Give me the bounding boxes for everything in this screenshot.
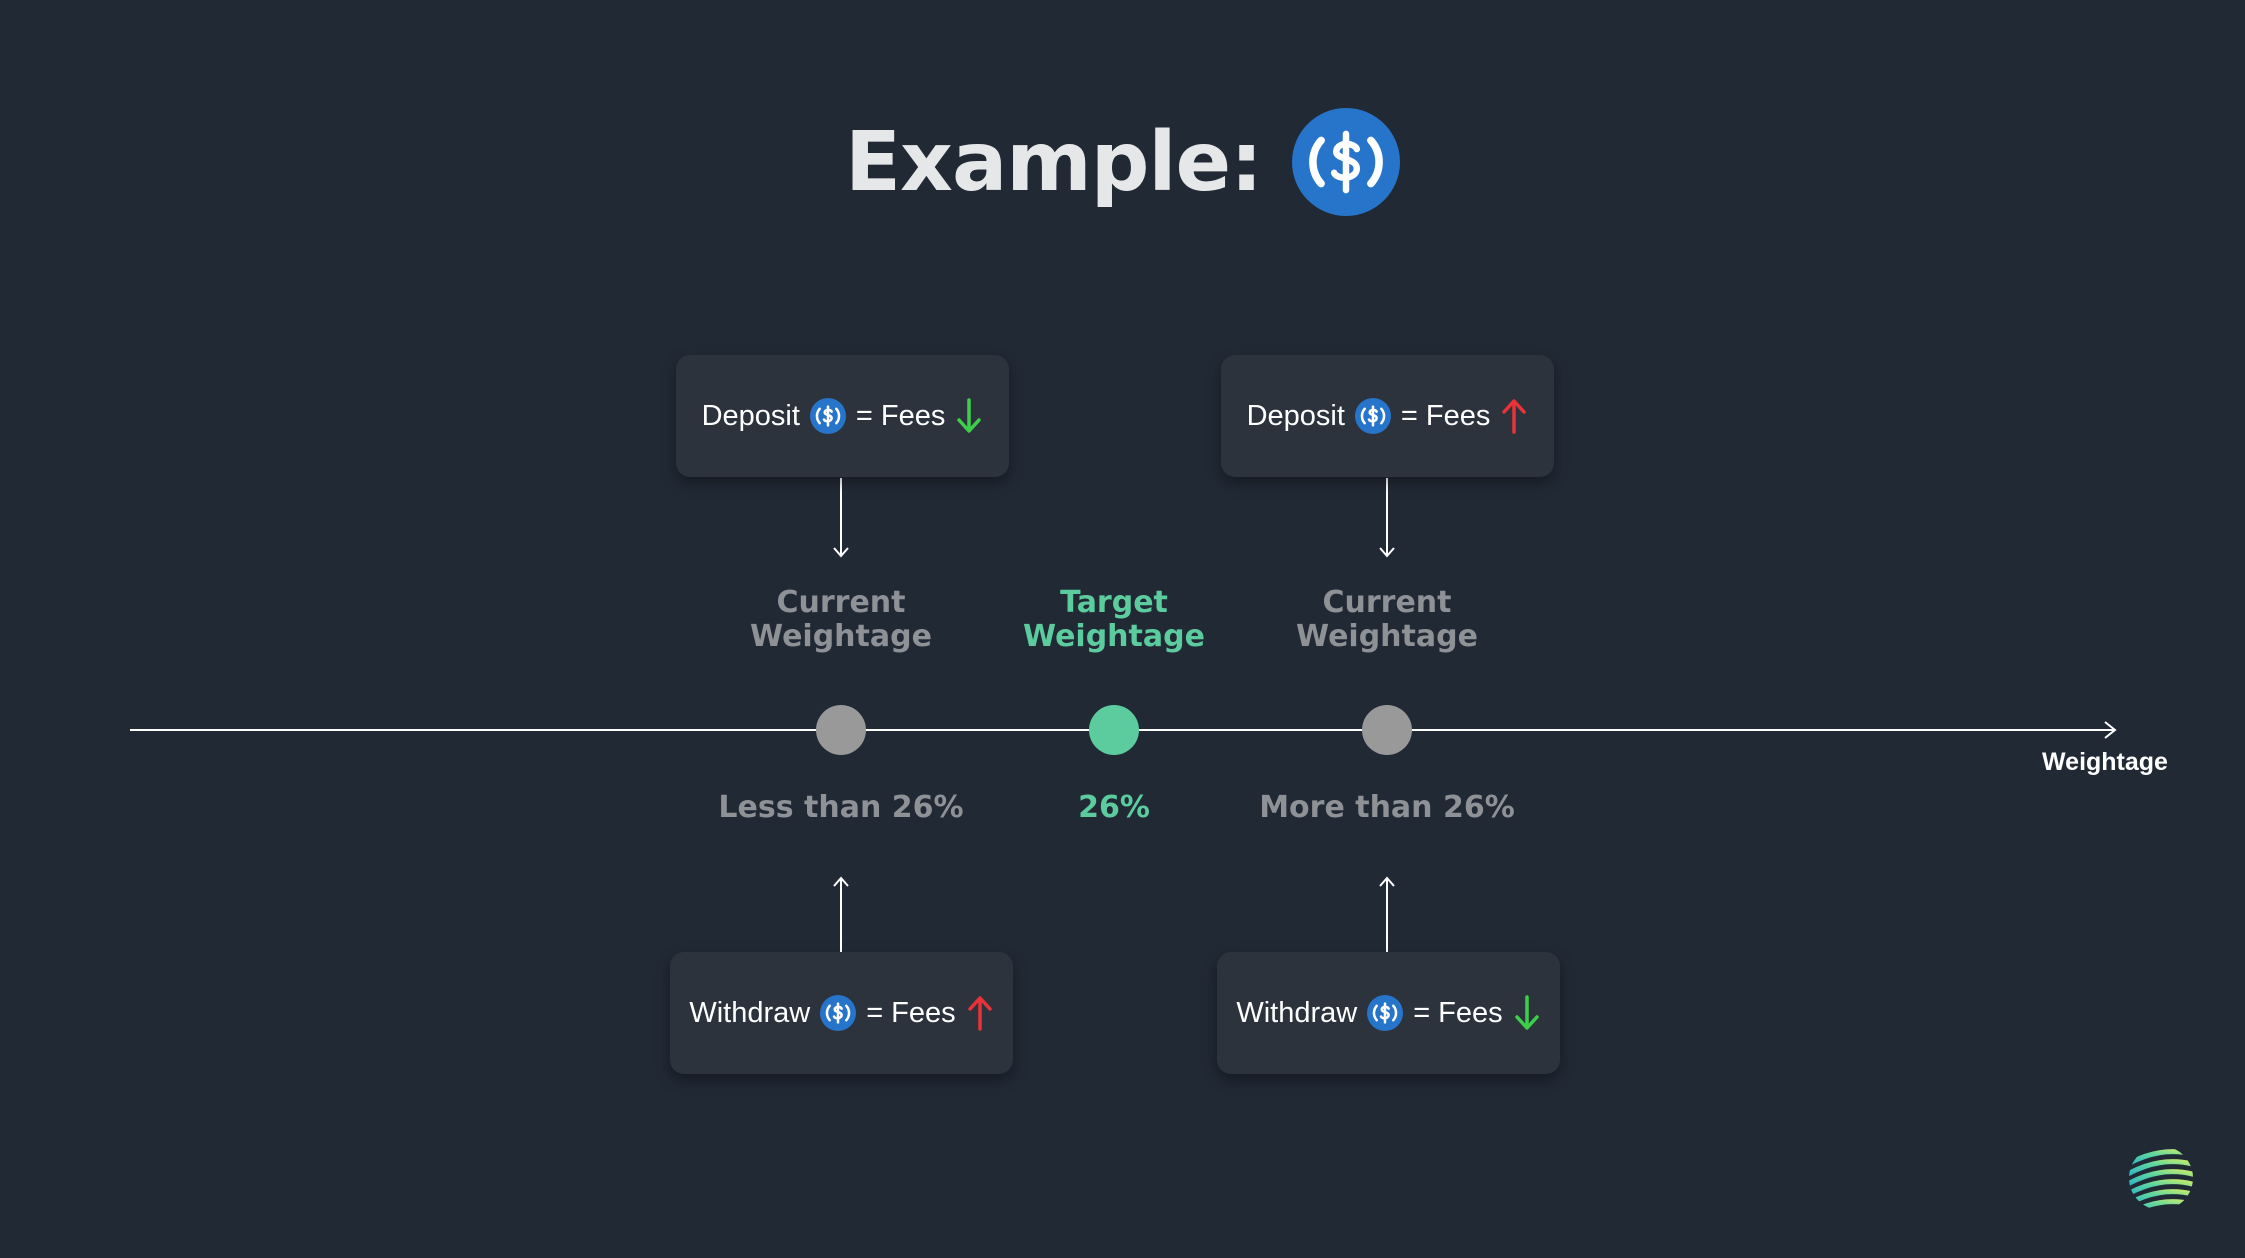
current-weight-point-left bbox=[816, 705, 866, 755]
withdraw-high-fee-card: Withdraw = Fees bbox=[670, 952, 1013, 1074]
current-weightage-label-right: Current Weightage bbox=[1247, 586, 1527, 654]
target-weight-point bbox=[1089, 705, 1139, 755]
current-weight-point-right bbox=[1362, 705, 1412, 755]
arrow-down-icon bbox=[1514, 995, 1539, 1030]
fees-label: = Fees bbox=[866, 996, 956, 1029]
deposit-low-card: Deposit = Fees bbox=[676, 355, 1009, 477]
usdc-coin-icon bbox=[820, 995, 857, 1031]
arrowhead-withdraw-right bbox=[1379, 876, 1395, 887]
arrowhead-deposit-left bbox=[833, 547, 849, 558]
label-line: Current bbox=[1322, 585, 1452, 620]
arrow-up-icon bbox=[967, 996, 992, 1031]
page-title: Example: bbox=[0, 108, 2245, 216]
arrow-up-icon bbox=[1502, 399, 1527, 434]
connector-arrows bbox=[833, 478, 1395, 952]
usdc-coin-icon bbox=[1291, 108, 1400, 216]
label-line: Current bbox=[776, 585, 906, 620]
brand-logo-icon bbox=[2129, 1149, 2193, 1210]
deposit-label: Deposit bbox=[1246, 399, 1345, 432]
usdc-coin-icon bbox=[1367, 995, 1404, 1031]
title-text: Example: bbox=[845, 114, 1263, 210]
arrowhead-withdraw-left bbox=[833, 876, 849, 887]
fees-label: = Fees bbox=[1413, 996, 1503, 1029]
value-more-than-label: More than 26% bbox=[1259, 790, 1515, 825]
target-weightage-label: Target Weightage bbox=[974, 586, 1254, 654]
label-line: Target bbox=[1060, 585, 1168, 620]
arrowhead-deposit-right bbox=[1379, 547, 1395, 558]
deposit-label: Deposit bbox=[701, 399, 800, 432]
usdc-coin-icon bbox=[809, 398, 846, 434]
label-line: Weightage bbox=[1023, 619, 1205, 654]
axis-label: Weightage bbox=[2042, 748, 2168, 776]
withdraw-label: Withdraw bbox=[1236, 996, 1358, 1029]
usdc-coin-icon bbox=[1354, 398, 1391, 434]
axis-arrowhead bbox=[2104, 721, 2117, 739]
fees-label: = Fees bbox=[1400, 399, 1491, 432]
arrow-down-icon bbox=[957, 398, 982, 433]
withdraw-label: Withdraw bbox=[689, 996, 811, 1029]
value-target-label: 26% bbox=[1078, 790, 1150, 825]
withdraw-low-fee-card: Withdraw = Fees bbox=[1217, 952, 1560, 1074]
deposit-high-card: Deposit = Fees bbox=[1221, 355, 1554, 477]
value-less-than-label: Less than 26% bbox=[718, 790, 964, 825]
label-line: Weightage bbox=[750, 619, 932, 654]
fees-label: = Fees bbox=[855, 399, 946, 432]
label-line: Weightage bbox=[1296, 619, 1478, 654]
current-weightage-label-left: Current Weightage bbox=[701, 586, 981, 654]
